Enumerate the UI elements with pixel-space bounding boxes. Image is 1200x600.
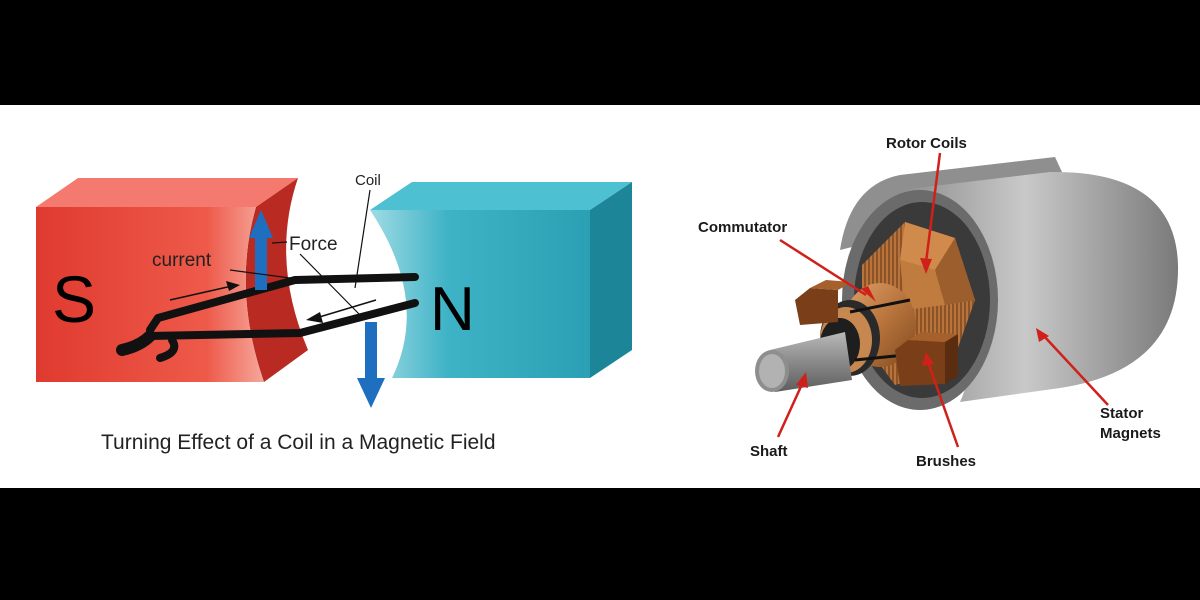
stator-magnets-label-line1: Stator <box>1100 405 1144 422</box>
pointer-lines <box>776 152 1109 448</box>
force-arrow-down <box>357 322 385 408</box>
coil-loop <box>116 273 419 362</box>
right-diagram: Rotor Coils Commutator Shaft Brushes Sta… <box>698 135 1179 470</box>
north-pole-label: N <box>430 275 475 344</box>
force-leader-left <box>271 241 288 244</box>
force-arrow-up <box>249 210 273 290</box>
rotor-coils-label: Rotor Coils <box>886 135 967 152</box>
force-label: Force <box>289 234 338 255</box>
current-label: current <box>152 250 212 271</box>
current-arrow-bottom <box>306 299 377 323</box>
left-diagram: S N <box>36 172 632 454</box>
stator-magnets-label-line2: Magnets <box>1100 425 1161 442</box>
coil-leader <box>354 189 371 289</box>
top-letterbox-bar <box>0 0 1200 105</box>
coil-label: Coil <box>355 172 381 189</box>
bottom-letterbox-bar <box>0 488 1200 600</box>
left-diagram-caption: Turning Effect of a Coil in a Magnetic F… <box>101 431 496 454</box>
brushes-label: Brushes <box>916 453 976 470</box>
force-leader-right <box>299 253 361 316</box>
north-magnet <box>370 182 632 378</box>
current-arrow-top <box>169 281 240 301</box>
shaft <box>755 332 852 392</box>
south-pole-label: S <box>52 262 96 336</box>
current-leader <box>229 269 306 281</box>
commutator-label: Commutator <box>698 219 787 236</box>
shaft-label: Shaft <box>750 443 788 460</box>
